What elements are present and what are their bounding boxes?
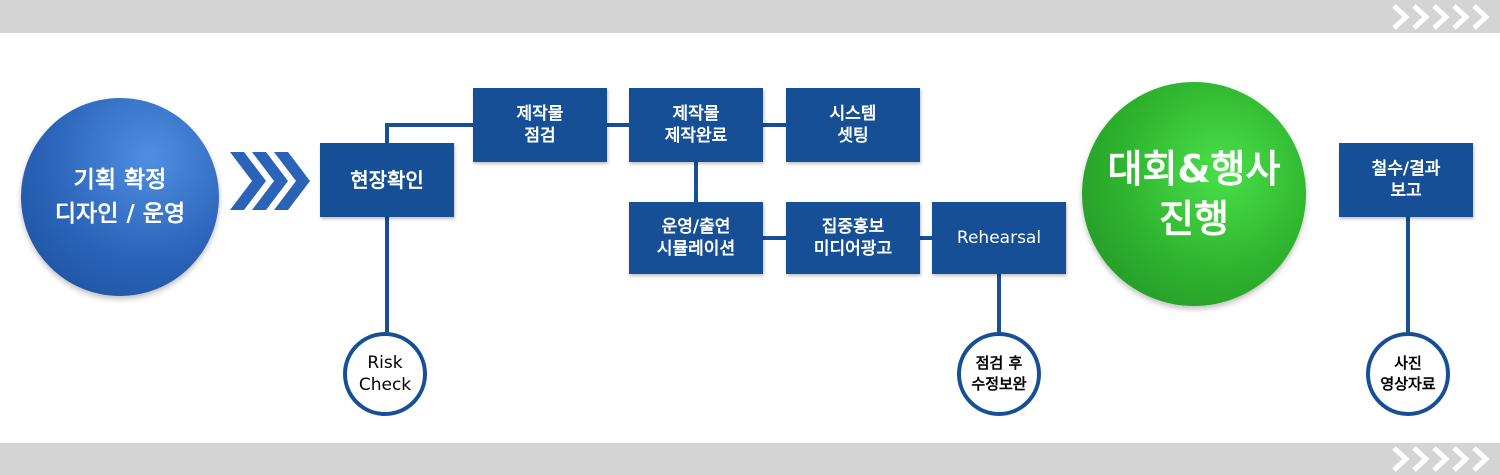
triple-chevron-right-icon [230, 152, 310, 210]
site-check-box: 현장확인 [320, 143, 454, 217]
chevron-right-icon [1392, 4, 1490, 30]
risk-check-circle: Risk Check [343, 332, 427, 416]
bottom-banner [0, 443, 1500, 475]
withdraw-report-box: 철수/결과 보고 [1339, 143, 1473, 217]
system-setting-box: 시스템 셋팅 [786, 88, 920, 162]
material-production-done-box: 제작물 제작완료 [629, 88, 763, 162]
plan-design-operation-circle: 기획 확정 디자인 / 운영 [21, 98, 219, 296]
post-inspection-fix-circle: 점검 후 수정보완 [957, 332, 1041, 416]
operation-simulation-box: 운영/출연 시뮬레이션 [629, 202, 763, 274]
top-banner [0, 0, 1500, 33]
photo-video-circle: 사진 영상자료 [1366, 332, 1450, 416]
material-inspection-box: 제작물 점검 [473, 88, 607, 162]
rehearsal-box: Rehearsal [932, 202, 1066, 274]
event-progress-circle: 대회&행사 진행 [1082, 82, 1306, 306]
media-promotion-box: 집중홍보 미디어광고 [786, 202, 920, 274]
chevron-right-icon [1392, 446, 1490, 472]
